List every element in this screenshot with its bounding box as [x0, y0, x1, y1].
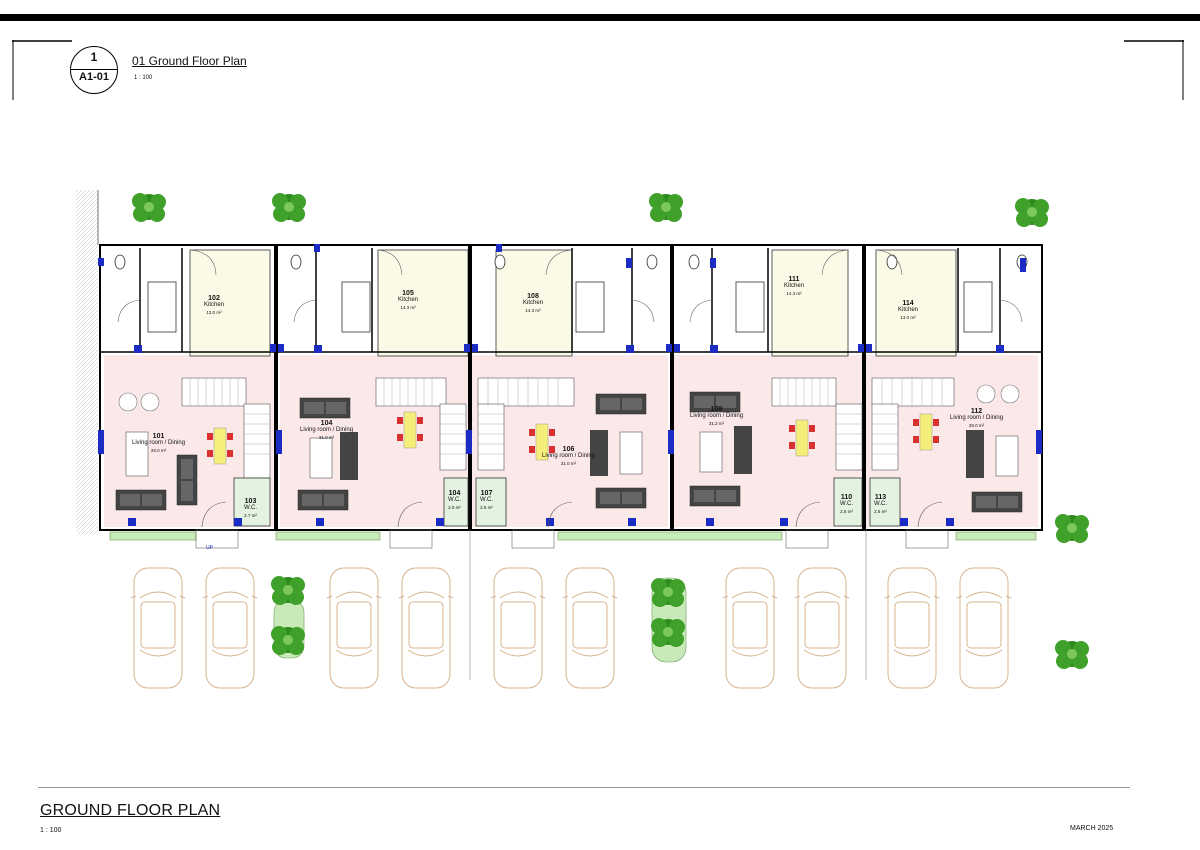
- view-number: 1: [90, 50, 98, 64]
- sheet-corner-right: [1124, 40, 1184, 100]
- drawing-date: MARCH 2025: [1070, 825, 1114, 832]
- sheet-corner-left: [12, 40, 72, 100]
- view-reference-tag: 1 A1-01: [70, 46, 118, 94]
- view-title: 01 Ground Floor Plan: [132, 54, 247, 68]
- sheet-number: A1-01: [79, 71, 109, 83]
- drawing-title: GROUND FLOOR PLAN: [40, 802, 221, 819]
- sheet-top-border: [0, 14, 1200, 21]
- drawing-scale: 1 : 100: [40, 827, 62, 834]
- boundary-fence: [76, 190, 98, 535]
- footer-rule: [38, 787, 1130, 788]
- view-scale: 1 : 100: [134, 75, 153, 81]
- stair-up-mark: UP: [206, 545, 213, 551]
- parking-car: [130, 567, 186, 689]
